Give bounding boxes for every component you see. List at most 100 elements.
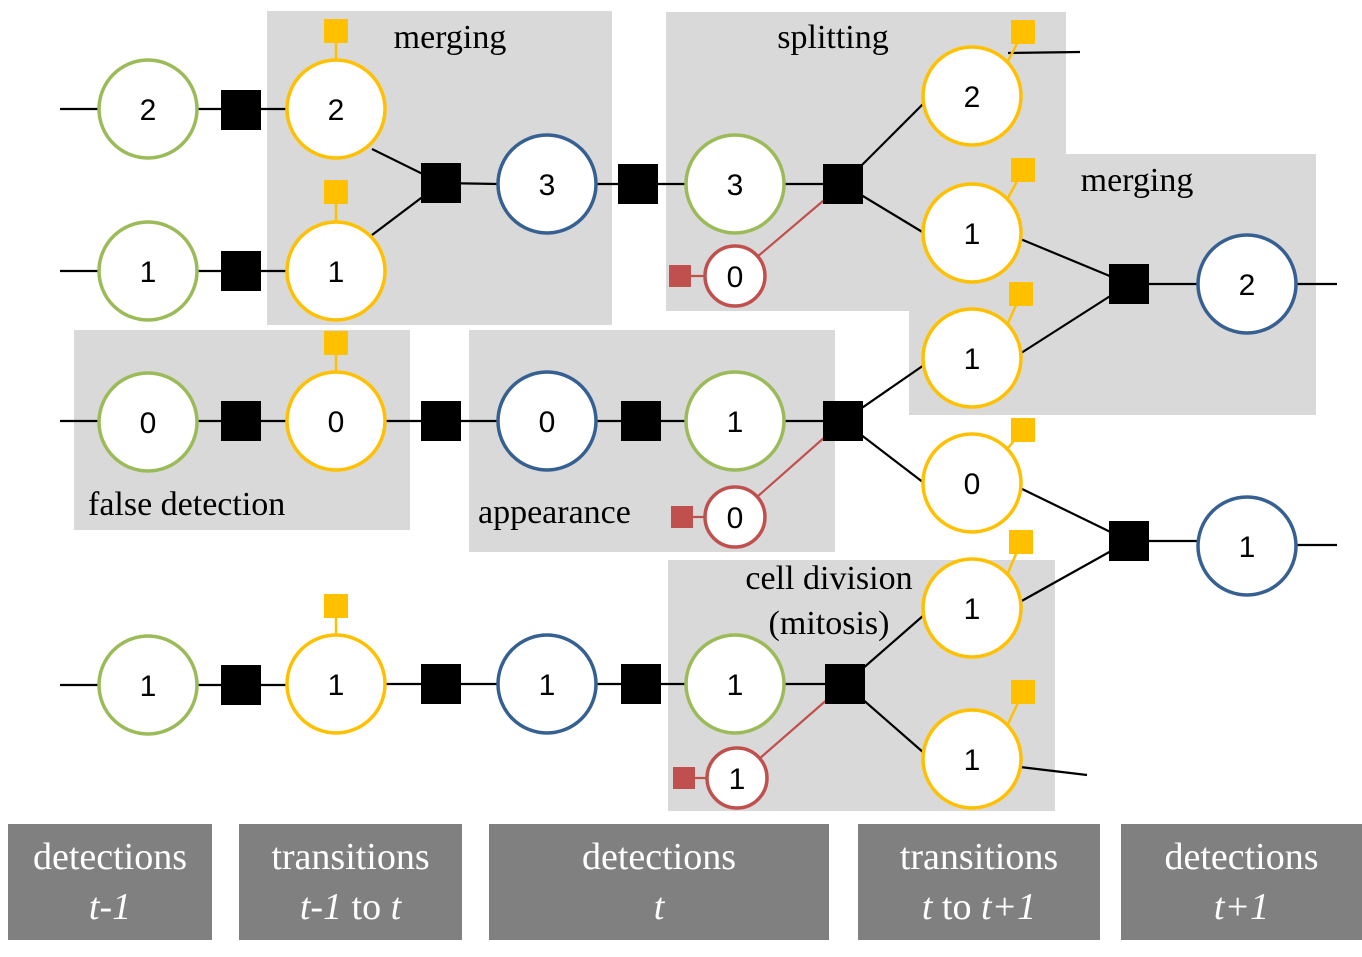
factor-node — [221, 665, 261, 705]
variable-node — [684, 370, 786, 472]
node-count-label: 1 — [727, 669, 744, 702]
node-count-label: 1 — [727, 406, 744, 439]
node-count-label: 1 — [964, 593, 981, 626]
factor-node — [823, 401, 863, 441]
transition-unary-factor — [1009, 530, 1033, 554]
footer-detections-t: detections t — [489, 824, 829, 940]
variable-node — [97, 634, 199, 736]
variable-node — [97, 220, 199, 322]
footer-line2: t — [489, 882, 829, 932]
variable-node — [97, 371, 199, 473]
node-count-label: 0 — [727, 261, 744, 294]
variable-node — [921, 45, 1023, 147]
footer-transitions-t-to-t-plus-1: transitions t to t+1 — [858, 824, 1100, 940]
footer-line2-part: to — [342, 886, 391, 928]
factor-node — [221, 401, 261, 441]
transition-unary-factor — [324, 594, 348, 618]
region-label-splitting: splitting — [777, 19, 888, 56]
edge — [1019, 765, 1088, 777]
node-count-label: 1 — [140, 670, 157, 703]
transition-unary-factor — [324, 19, 348, 43]
region-label-cell-division-line1: cell division — [745, 560, 912, 597]
footer-line2-part: t-1 — [299, 886, 343, 928]
variable-node — [921, 557, 1023, 659]
footer-line2-part: t — [653, 886, 665, 928]
variable-node — [921, 182, 1023, 284]
node-count-label: 1 — [964, 218, 981, 251]
node-count-label: 1 — [328, 669, 345, 702]
node-count-label: 1 — [964, 343, 981, 376]
footer-detections-t-minus-1: detections t-1 — [8, 824, 212, 940]
appearance-unary-factor — [669, 265, 691, 287]
variable-node — [703, 244, 767, 308]
variable-node — [496, 633, 598, 735]
variable-node — [496, 370, 598, 472]
node-count-label: 0 — [964, 468, 981, 501]
factor-node — [221, 251, 261, 291]
factor-node — [1109, 264, 1149, 304]
transition-unary-factor — [324, 331, 348, 355]
footer-line2-part: t — [390, 886, 402, 928]
footer-line2-part: t — [921, 886, 933, 928]
variable-node — [703, 485, 767, 549]
factor-node — [621, 401, 661, 441]
variable-node — [285, 370, 387, 472]
appearance-unary-factor — [673, 767, 695, 789]
variable-node — [921, 307, 1023, 409]
factor-node — [421, 664, 461, 704]
footer-transitions-t-minus-1-to-t: transitions t-1 to t — [239, 824, 462, 940]
variable-node — [705, 746, 769, 810]
variable-node — [285, 220, 387, 322]
variable-node — [285, 633, 387, 735]
node-count-label: 1 — [328, 256, 345, 289]
footer-line1: detections — [32, 836, 188, 878]
variable-node — [684, 133, 786, 235]
node-count-label: 2 — [328, 94, 345, 127]
factor-node — [421, 401, 461, 441]
node-count-label: 1 — [729, 763, 746, 796]
node-count-label: 0 — [539, 406, 556, 439]
region-label-false-detection: false detection — [88, 486, 285, 523]
region-label-cell-division-line2: (mitosis) — [769, 605, 890, 642]
footer-line1: transitions — [271, 836, 430, 878]
transition-unary-factor — [1011, 418, 1035, 442]
variable-node — [496, 133, 598, 235]
factor-node — [621, 664, 661, 704]
footer-detections-t-plus-1: detections t+1 — [1121, 824, 1362, 940]
transition-unary-factor — [324, 180, 348, 204]
factor-node — [618, 164, 658, 204]
variable-node — [285, 58, 387, 160]
footer-line1: detections — [1164, 836, 1319, 878]
node-count-label: 1 — [964, 744, 981, 777]
transition-unary-factor — [1011, 158, 1035, 182]
node-count-label: 2 — [964, 81, 981, 114]
variable-node — [921, 432, 1023, 534]
transition-unary-factor — [1011, 20, 1035, 44]
region-label-merging-1: merging — [394, 19, 507, 56]
node-count-label: 1 — [1239, 531, 1256, 564]
variable-node — [684, 633, 786, 735]
footer-line2: t+1 — [1121, 882, 1362, 932]
factor-node — [221, 90, 261, 130]
node-count-label: 0 — [328, 406, 345, 439]
variable-node — [1196, 233, 1298, 335]
footer-line2: t-1 — [8, 882, 212, 932]
footer-line2-part: t-1 — [88, 886, 132, 928]
region-label-appearance: appearance — [478, 494, 631, 531]
variable-node — [1196, 495, 1298, 597]
variable-node — [97, 58, 199, 160]
variable-node — [921, 708, 1023, 810]
node-count-label: 3 — [727, 169, 744, 202]
footer-line2: t to t+1 — [858, 882, 1100, 932]
factor-node — [825, 664, 865, 704]
footer-line1: detections — [581, 836, 737, 878]
footer-line1: transitions — [899, 836, 1059, 878]
footer-line2-part: t+1 — [980, 886, 1037, 928]
footer-line2: t-1 to t — [239, 882, 462, 932]
factor-node — [1109, 521, 1149, 561]
factor-node — [823, 164, 863, 204]
footer-line2-part: t+1 — [1213, 886, 1270, 928]
